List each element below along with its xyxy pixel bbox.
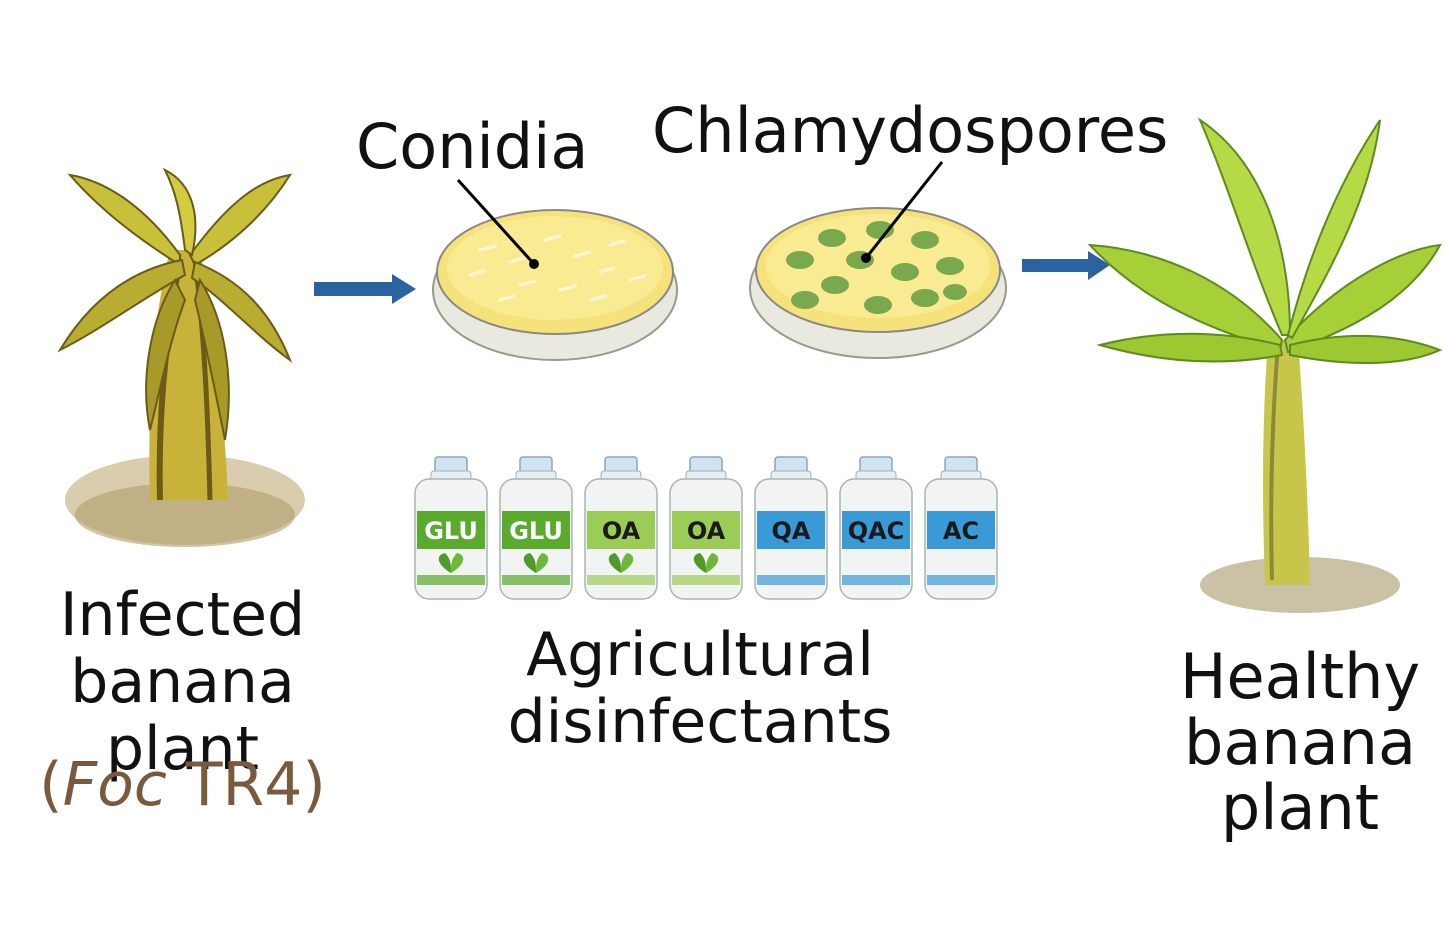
bottle-label: QA (772, 517, 811, 545)
foc-italic: Foc (62, 750, 167, 820)
bottle-label: AC (943, 517, 979, 545)
agri-line1: Agricultural (526, 620, 874, 690)
disinfectant-bottle: GLU (414, 456, 488, 600)
agricultural-disinfectants-label: Agricultural disinfectants (500, 620, 900, 758)
leaf-icon (523, 553, 536, 573)
leaf-icon (438, 553, 451, 573)
leaf-icon (693, 553, 706, 573)
agri-line2: disinfectants (507, 687, 893, 758)
leaf-icon (451, 553, 464, 573)
disinfectant-bottle: OA (669, 456, 743, 600)
infected-line2: banana plant (70, 647, 295, 785)
arrow-right-icon (1022, 251, 1110, 280)
disinfectant-bottle: AC (924, 456, 998, 600)
conidia-petri-dish-illustration (432, 178, 678, 361)
disinfectant-bottles-row: GLU GLU OA OA QA QAC AC (405, 455, 1005, 605)
bottle-label: OA (602, 517, 641, 545)
bottle-label: QAC (848, 517, 905, 545)
foc-rest: TR4) (166, 750, 326, 820)
healthy-banana-plant-illustration (1087, 117, 1443, 613)
healthy-line1: Healthy (1179, 640, 1421, 713)
leaf-icon (536, 553, 549, 573)
bottle-label: OA (687, 517, 726, 545)
arrow-right-icon (314, 274, 416, 304)
foc-open: ( (39, 750, 63, 820)
healthy-line3: plant (1220, 771, 1380, 845)
bottles-drawing: GLU GLU OA OA QA QAC AC (414, 456, 998, 600)
bottle-label: GLU (424, 517, 478, 545)
leaf-icon (608, 553, 621, 573)
disinfectant-bottle: QA (754, 456, 828, 600)
infected-plant-label: Infected banana plant (0, 580, 365, 785)
bottle-label: GLU (509, 517, 563, 545)
infected-line1: Infected (59, 580, 306, 650)
conidia-label: Conidia (356, 110, 589, 183)
leaf-icon (706, 553, 719, 573)
healthy-plant-label: Healthy banana plant (1165, 644, 1435, 841)
disinfectant-bottle: QAC (839, 456, 913, 600)
healthy-line2: banana (1184, 705, 1416, 779)
infected-banana-plant-illustration (57, 167, 305, 547)
disinfectant-bottle: OA (584, 456, 658, 600)
pathogen-label: (Foc TR4) (0, 750, 365, 820)
chlamydospores-petri-dish-illustration (749, 161, 1007, 359)
disinfectant-bottle: GLU (499, 456, 573, 600)
leaf-icon (621, 553, 634, 573)
chlamydospores-label: Chlamydospores (652, 94, 1169, 167)
